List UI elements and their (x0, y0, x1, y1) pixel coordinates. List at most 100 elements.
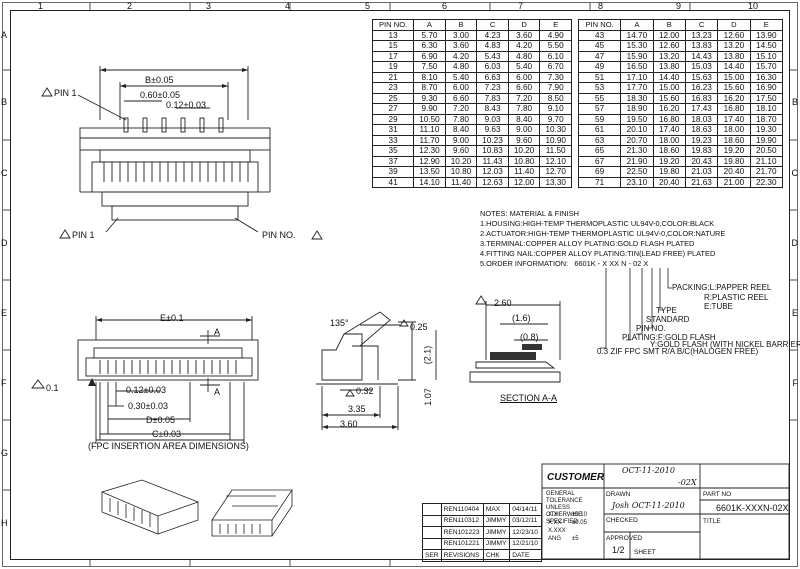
tol-key: X.X (548, 512, 558, 518)
dim-08: (0.8) (520, 332, 539, 342)
tol-value: ±0.05 (572, 520, 587, 526)
table-cell: 10.90 (539, 134, 572, 146)
dim-260: 2.60 (494, 298, 512, 308)
tol-key: X.XXX (548, 528, 566, 534)
part-no-top: -02X (678, 478, 697, 487)
table-cell: 21.70 (749, 166, 784, 178)
tol-value: ±5 (572, 536, 579, 542)
legend-plating: PLATING:F:GOLD FLASH (622, 333, 716, 342)
table-cell: 39 (371, 166, 415, 178)
dim-d: D±0.05 (146, 415, 175, 425)
revision-cell: 12/23/10 (509, 526, 542, 539)
legend-series: 0.3 ZIF FPC SMT R/A B/C(HALOGEN FREE) (597, 347, 759, 356)
legend-packing-r: R:PLASTIC REEL (704, 293, 769, 302)
legend-plating-y: Y:GOLD FLASH (WITH NICKEL BARRIER) (650, 340, 800, 349)
table-cell: 31 (371, 124, 415, 136)
table-cell: 11.50 (539, 145, 572, 157)
order-code: 6601K - X XX N - 02 X (574, 259, 649, 268)
legend-packing: PACKING:L:PAPPER REEL (672, 283, 772, 292)
drawn-value: Josh OCT-11-2010 (612, 501, 685, 510)
revision-cell: MAX (482, 503, 511, 516)
approved-label: APPROVED (606, 535, 643, 542)
legend-standard: STANDARD (646, 315, 690, 324)
table-cell: 35 (371, 145, 415, 157)
zone-label: 10 (748, 1, 759, 11)
zone-label: F (792, 378, 799, 388)
dim-032: 0.32 (356, 386, 374, 396)
dim-335: 3.35 (348, 404, 366, 414)
pin-no-label: PIN NO. (262, 230, 296, 240)
revision-ser (422, 514, 442, 527)
note-line: 2.ACTUATOR:HIGH-TEMP THERMOPLASTIC UL94V… (480, 229, 726, 238)
table-cell: 21.10 (749, 155, 784, 167)
tol-key: X.XX (548, 520, 562, 526)
dim-width: 0.12±0.03 (126, 385, 166, 395)
revision-ser (422, 537, 442, 550)
zone-label: G (1, 448, 9, 458)
table-cell: 19.30 (749, 124, 784, 136)
angle-label: 135° (330, 318, 349, 328)
zone-label: H (1, 518, 8, 528)
table-cell: 12.70 (539, 166, 572, 178)
zone-label: F (1, 378, 7, 388)
checked-label: CHECKED (606, 517, 638, 524)
section-caption: SECTION A-A (500, 393, 558, 403)
tol-value: ±0.10 (572, 512, 587, 518)
table-cell: 41 (371, 176, 415, 188)
zone-label: C (791, 168, 799, 178)
scale-value: 1/2 (612, 545, 625, 555)
notes-block: NOTES: MATERIAL & FINISH 1.HOUSING:HIGH-… (480, 209, 725, 269)
zone-label: 9 (676, 1, 682, 11)
sheet-label: SHEET (634, 549, 656, 556)
legend-packing-e: E:TUBE (704, 302, 733, 311)
zone-label: 4 (285, 1, 291, 11)
rev-header: CHK (482, 549, 511, 562)
dim-pitch: 0.60±0.05 (140, 90, 180, 100)
zone-label: 6 (442, 1, 448, 11)
dim-c: C±0.03 (152, 429, 181, 439)
tolerance-head: GENERAL TOLERANCE UNLESS OTHERWISE SPECI… (546, 491, 583, 525)
note-line: 5.ORDER INFORMATION: (480, 259, 569, 268)
revision-cell: 04/14/11 (509, 503, 542, 516)
dim-025: 0.25 (410, 322, 428, 332)
date-top: OCT-11-2010 (622, 466, 675, 475)
zone-label: A (1, 30, 8, 40)
revision-cell: JIMMY (482, 537, 511, 550)
note-line: 4.FITTING NAIL:COPPER ALLOY PLATING:TIN(… (480, 249, 716, 258)
revision-cell: 03/12/11 (509, 514, 542, 527)
drawn-label: DRAWN (606, 491, 631, 498)
rev-header: REVISIONS (440, 549, 484, 562)
zone-label: E (791, 308, 798, 318)
revision-ser (422, 503, 442, 516)
section-marker: A (214, 387, 221, 397)
dim-e: E±0.1 (160, 313, 184, 323)
zone-label: D (791, 238, 799, 248)
table-cell: 10.30 (539, 124, 572, 136)
